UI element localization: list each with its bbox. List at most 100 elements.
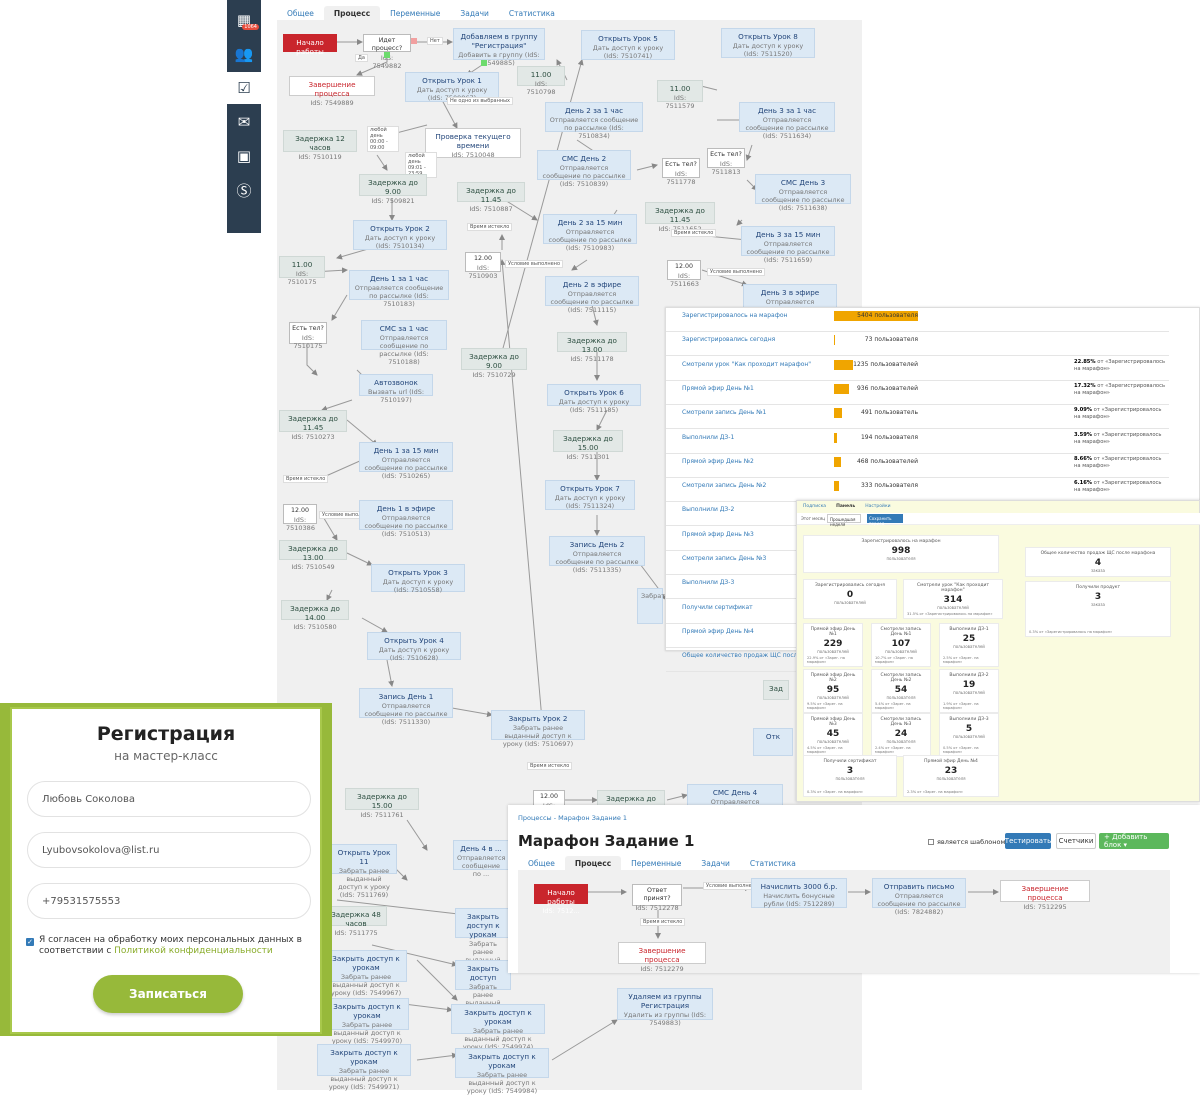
node-day4-air[interactable]: День 4 в ...Отправляется сообщение по ..… (453, 840, 509, 878)
tab-variables[interactable]: Переменные (390, 8, 441, 18)
node-condition-phone-1[interactable]: Есть тел?IdS: 7510175 (289, 322, 327, 350)
node-condition-phone-3[interactable]: Есть тел?IdS: 7511813 (707, 148, 745, 176)
tab-statistics[interactable]: Статистика (749, 858, 796, 868)
port-out[interactable] (481, 60, 487, 66)
dash-tab-settings[interactable]: Настройки (865, 504, 891, 509)
save-period-button[interactable]: Сохранить период (867, 514, 903, 526)
node-start[interactable]: Начало работы (283, 34, 337, 56)
stats-row-name[interactable]: Смотрели запись День №1 (682, 409, 767, 417)
stats-row-name[interactable]: Зарегистрировались сегодня (682, 336, 776, 344)
stats-row-name[interactable]: Смотрели запись День №2 (682, 482, 767, 490)
stats-row-name[interactable]: Выполнили ДЗ-1 (682, 433, 735, 441)
stats-row-name[interactable]: Выполнили ДЗ-3 (682, 579, 735, 587)
tab-process[interactable]: Процесс (323, 6, 381, 20)
stats-row-name[interactable]: Смотрели запись День №3 (682, 555, 767, 562)
users-icon[interactable]: 👥 (234, 45, 254, 63)
node-partial-open[interactable]: Отк (753, 728, 793, 756)
tab-general[interactable]: Общее (287, 8, 314, 18)
node-partial-zabrat[interactable]: Забрать (637, 588, 669, 624)
stats-row-name[interactable]: Прямой эфир День №1 (682, 384, 754, 392)
email-field[interactable]: Lyubovsokolova@list.ru (27, 832, 311, 868)
mail-icon[interactable]: ✉ (237, 113, 251, 131)
check-icon[interactable]: ☑ (227, 72, 261, 104)
privacy-policy-link[interactable]: Политикой конфиденциальности (114, 946, 273, 957)
tab-variables[interactable]: Переменные (631, 858, 682, 868)
stats-row-name[interactable]: Прямой эфир День №3 (682, 530, 754, 538)
port-yes[interactable] (384, 52, 390, 58)
template-checkbox[interactable] (928, 839, 934, 845)
node-condition-phone-2[interactable]: Есть тел?IdS: 7511778 (662, 158, 700, 186)
node-add-group[interactable]: Добавляем в группу "Регистрация"Добавить… (453, 28, 545, 67)
counters-button[interactable]: Счетчики (1056, 833, 1096, 849)
tab-tasks[interactable]: Задачи (460, 8, 489, 18)
node-condition-answer[interactable]: Ответ принят?IdS: 7512278 (632, 884, 682, 912)
add-block-button[interactable]: + Добавить блок ▾ (1099, 833, 1169, 849)
node-partial-delay[interactable]: Зад (763, 680, 789, 700)
phone-field[interactable]: +79531575553 (27, 883, 311, 919)
breadcrumb[interactable]: Процессы - Марафон Задание 1 (518, 814, 628, 822)
stats-row-name[interactable]: Зарегистрировалось на марафон (682, 312, 788, 319)
skype-icon[interactable]: Ⓢ (236, 181, 252, 200)
calendar-icon[interactable]: ▦1064 (236, 11, 259, 30)
period-select[interactable]: Прошедшая неделя (827, 514, 861, 527)
dash-tab-panel[interactable]: Панель (836, 504, 856, 509)
submit-button[interactable]: Записаться (93, 975, 243, 1013)
vk-icon[interactable]: ▣ (236, 147, 252, 165)
node-condition-process[interactable]: Идет процесс?IdS: 7549882 (363, 34, 411, 70)
name-field[interactable]: Любовь Соколова (27, 781, 311, 817)
stats-row-name[interactable]: Общее количество продаж ЩС после ма... (682, 652, 817, 660)
